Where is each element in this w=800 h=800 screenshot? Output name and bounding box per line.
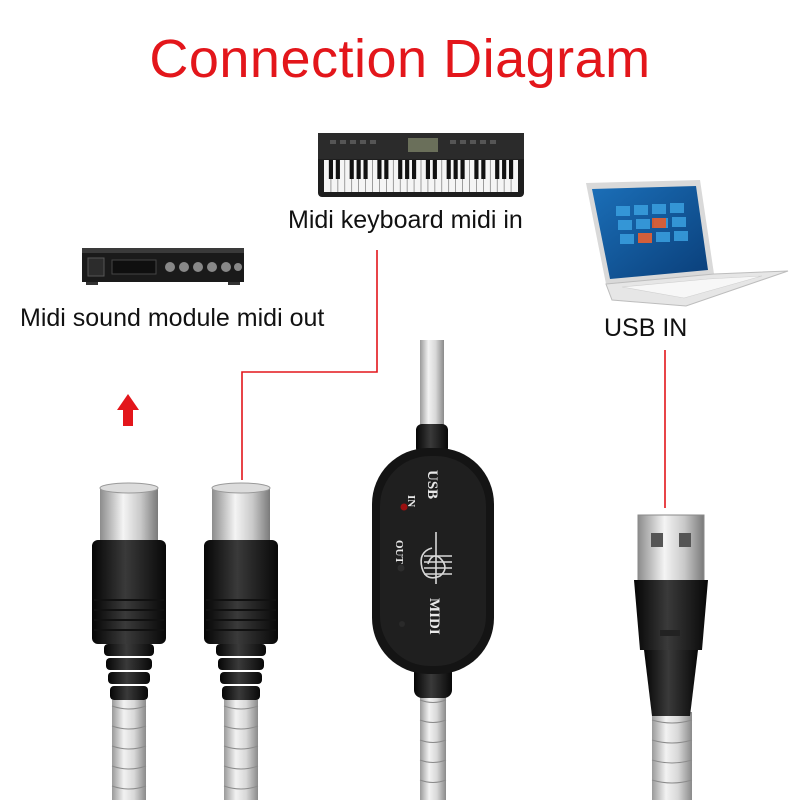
midi-connector-in bbox=[204, 482, 278, 800]
diagram-title: Connection Diagram bbox=[149, 29, 651, 89]
midi-usb-interface-box: IN USB OUT MIDI bbox=[372, 340, 494, 800]
interface-midi-label: MIDI bbox=[426, 598, 442, 635]
midi-connector-out bbox=[92, 482, 166, 800]
keyboard-label: Midi keyboard midi in bbox=[288, 206, 523, 234]
sound-module-label: Midi sound module midi out bbox=[20, 304, 325, 332]
usb-label: USB IN bbox=[604, 314, 688, 342]
laptop-image bbox=[586, 180, 789, 307]
connector-line-keyboard bbox=[241, 250, 378, 480]
usb-plug bbox=[634, 514, 708, 800]
up-arrow-icon bbox=[117, 394, 139, 426]
interface-out-label: OUT bbox=[393, 540, 405, 565]
interface-in-label: IN bbox=[405, 495, 417, 507]
midi-sound-module-image bbox=[82, 248, 244, 285]
midi-keyboard-image bbox=[318, 133, 524, 197]
connector-lines bbox=[241, 250, 666, 508]
interface-usb-label: USB bbox=[424, 470, 440, 499]
